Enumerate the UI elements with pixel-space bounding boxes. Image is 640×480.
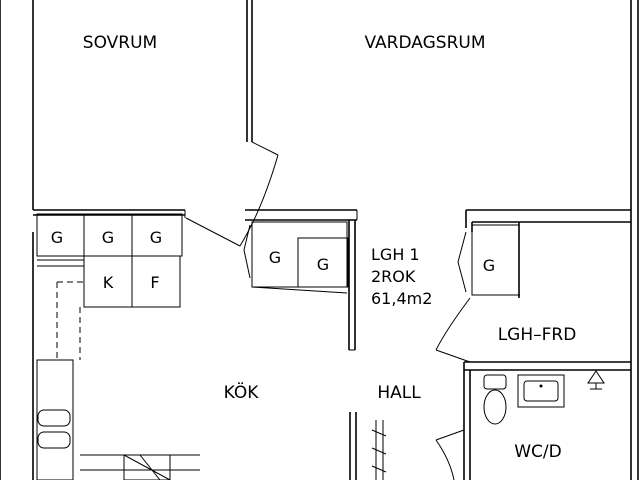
apartment-rooms: 2ROK (371, 267, 416, 286)
sink-fixture (517, 374, 565, 408)
partition-wall-bedroom-living (246, 0, 253, 142)
room-label-hall: HALL (377, 383, 421, 403)
bedroom-bottom-wall (33, 209, 186, 218)
apartment-area: 61,4m2 (371, 289, 432, 308)
floor-drain-icon (587, 370, 605, 390)
kitchen-counter (36, 259, 200, 480)
room-label-wc: WC/D (514, 442, 562, 462)
room-label-vardagsrum: VARDAGSRUM (365, 33, 486, 53)
fixture-label-k: K (103, 273, 114, 292)
right-rooms-walls (435, 209, 631, 480)
room-label-lgh-frd: LGH–FRD (498, 325, 577, 345)
fixture-label-f: F (150, 273, 159, 292)
hall-wardrobes (243, 221, 349, 294)
hall-top-wall (245, 209, 358, 351)
fixture-label-g: G (269, 248, 281, 267)
bedroom-door (185, 141, 279, 247)
apartment-number: LGH 1 (371, 245, 420, 264)
fixture-label-g: G (51, 228, 63, 247)
fixture-label-g: G (483, 256, 495, 275)
room-label-kok: KÖK (224, 381, 260, 403)
hall-rail (349, 412, 387, 480)
toilet-fixture (483, 374, 507, 425)
room-label-sovrum: SOVRUM (83, 33, 157, 53)
fixture-label-g: G (317, 255, 329, 274)
fixture-label-g: G (102, 228, 114, 247)
fixture-label-g: G (150, 228, 162, 247)
